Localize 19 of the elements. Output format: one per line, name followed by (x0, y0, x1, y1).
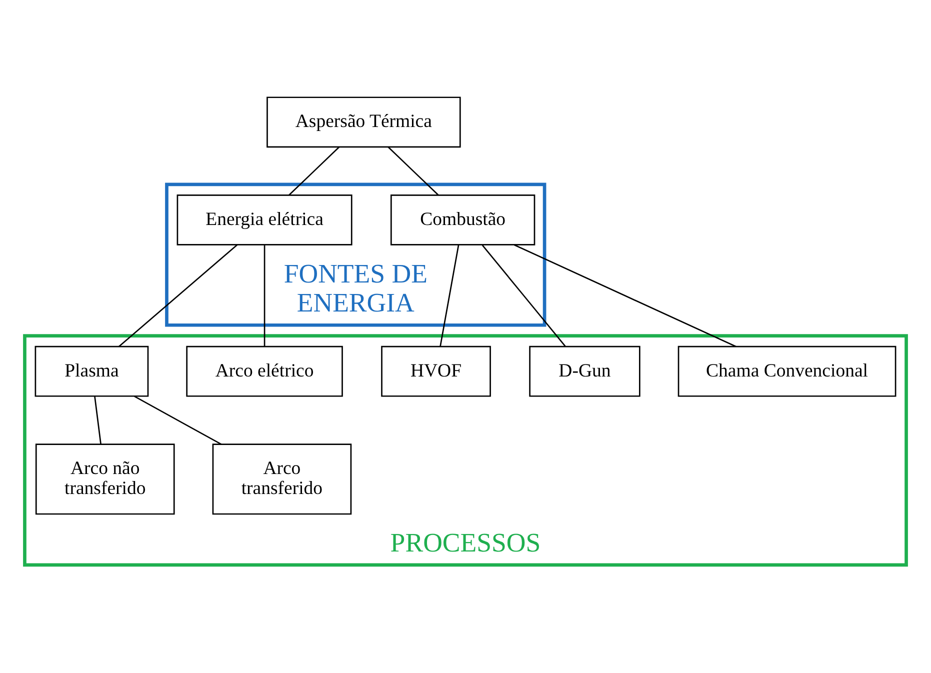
connector (288, 146, 340, 196)
connector (118, 244, 238, 348)
node-box: Energia elétrica (176, 194, 352, 246)
node-box: Arco transferido (212, 444, 352, 515)
node-box: D-Gun (529, 346, 640, 397)
node-box: Chama Convencional (678, 346, 896, 397)
node-box: Plasma (34, 346, 149, 397)
connector (94, 396, 102, 444)
connector (440, 245, 460, 346)
node-box: HVOF (381, 346, 491, 397)
connector (482, 244, 566, 347)
node-box: Arco elétrico (186, 346, 343, 397)
connector (388, 146, 439, 196)
connector (134, 396, 222, 445)
node-box: Combustão (390, 194, 536, 246)
node-box: Arco não transferido (35, 444, 175, 515)
connector (264, 245, 266, 346)
connector (514, 244, 736, 348)
node-box: Aspersão Térmica (266, 96, 461, 148)
